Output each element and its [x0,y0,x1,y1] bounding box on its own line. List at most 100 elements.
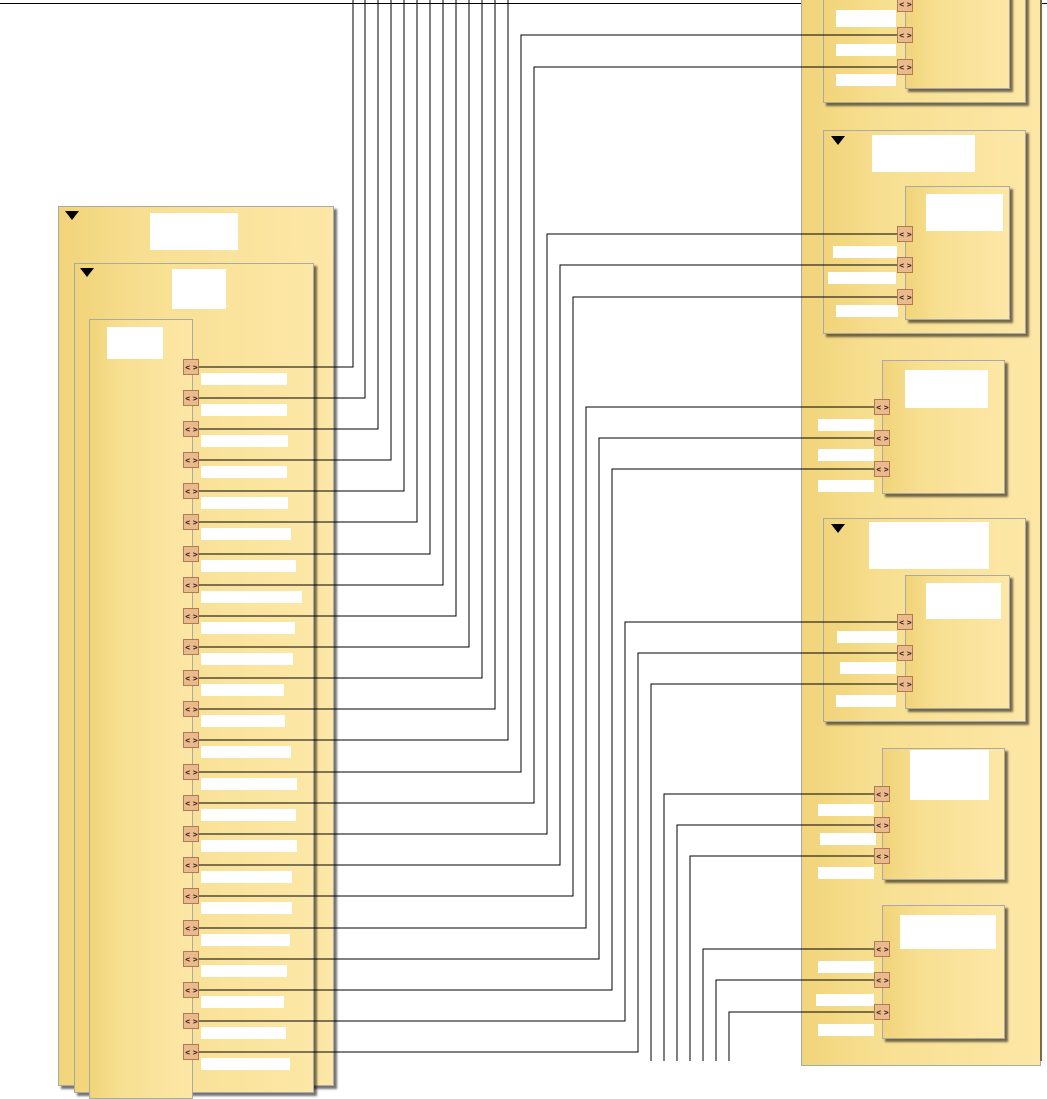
port-icon[interactable]: < > [183,857,199,873]
connection-wire[interactable] [199,34,897,773]
port-icon[interactable]: < > [183,951,199,967]
port-icon[interactable]: < > [874,941,890,957]
connection-wire[interactable] [199,0,470,648]
port-label [818,480,874,492]
port-icon[interactable]: < > [183,888,199,904]
connection-wire[interactable] [199,0,379,430]
connection-wires [199,0,897,1061]
port-label [818,1024,874,1036]
collapse-triangle-icon[interactable] [831,136,845,145]
inner-block-1[interactable] [905,0,1010,89]
port-icon[interactable]: < > [183,732,199,748]
connection-wire[interactable] [728,1011,874,1061]
port-icon[interactable]: < > [897,59,913,75]
port-icon[interactable]: < > [183,483,199,499]
port-icon[interactable]: < > [183,920,199,936]
port-icon[interactable]: < > [183,546,199,562]
port-icon[interactable]: < > [183,670,199,686]
port-icon[interactable]: < > [183,421,199,437]
port-icon[interactable]: < > [897,27,913,43]
port-label [818,867,874,879]
connection-wire[interactable] [702,948,874,1061]
top-border [0,3,1047,4]
port-label [816,994,874,1006]
port-icon[interactable]: < > [897,226,913,242]
port-icon[interactable]: < > [183,452,199,468]
connection-wire[interactable] [199,0,431,555]
port-icon[interactable]: < > [183,608,199,624]
port-icon[interactable]: < > [874,1004,890,1020]
connection-wire[interactable] [199,0,444,586]
connection-wire[interactable] [715,979,874,1061]
connection-wire[interactable] [199,468,874,991]
collapse-triangle-icon[interactable] [65,211,79,220]
connection-wire[interactable] [199,652,897,1053]
port-icon[interactable]: < > [183,1013,199,1029]
port-label [201,684,284,696]
port-icon[interactable]: < > [183,514,199,530]
port-label [833,246,897,258]
port-label [836,44,896,56]
connection-wire[interactable] [199,233,897,835]
connection-wire[interactable] [199,66,897,804]
port-label [201,622,295,634]
connection-wire[interactable] [199,0,496,710]
port-icon[interactable]: < > [874,399,890,415]
port-icon[interactable]: < > [874,461,890,477]
group-title-label [150,213,238,250]
port-icon[interactable]: < > [183,701,199,717]
port-icon[interactable]: < > [183,359,199,375]
port-icon[interactable]: < > [897,289,913,305]
connection-wire[interactable] [199,406,874,929]
port-icon[interactable]: < > [897,614,913,630]
connection-wire[interactable] [663,793,874,1061]
port-icon[interactable]: < > [874,972,890,988]
port-icon[interactable]: < > [874,786,890,802]
port-icon[interactable]: < > [874,848,890,864]
port-icon[interactable]: < > [874,430,890,446]
block-title-label [926,583,1001,619]
port-icon[interactable]: < > [183,826,199,842]
port-label [836,305,898,317]
connection-wire[interactable] [199,621,897,1022]
connection-wire[interactable] [199,437,874,960]
port-icon[interactable]: < > [897,0,913,12]
connection-wire[interactable] [199,0,418,523]
port-label [820,833,876,845]
port-icon[interactable]: < > [897,676,913,692]
port-label [201,591,302,603]
connection-wire[interactable] [199,264,897,866]
connection-wire[interactable] [199,0,366,399]
left-inner-block[interactable] [89,319,193,1099]
port-label [818,449,874,461]
connection-wire[interactable] [689,855,874,1061]
connection-wire[interactable] [199,0,483,679]
port-label [818,804,874,816]
connection-wire[interactable] [676,824,874,1061]
port-icon[interactable]: < > [183,795,199,811]
connection-wire[interactable] [650,683,897,1061]
block-title-label [905,370,988,408]
connection-wire[interactable] [199,0,457,617]
connection-wire[interactable] [199,296,897,897]
port-icon[interactable]: < > [897,257,913,273]
port-icon[interactable]: < > [183,764,199,780]
connection-wire[interactable] [199,0,405,492]
block-title-label [107,327,163,359]
collapse-triangle-icon[interactable] [80,268,94,277]
port-icon[interactable]: < > [183,639,199,655]
block-label [836,10,896,27]
connection-wire[interactable] [199,0,392,461]
port-label [840,662,896,674]
port-icon[interactable]: < > [897,645,913,661]
port-icon[interactable]: < > [183,982,199,998]
port-icon[interactable]: < > [183,1044,199,1060]
port-icon[interactable]: < > [874,817,890,833]
port-icon[interactable]: < > [183,577,199,593]
collapse-triangle-icon[interactable] [831,524,845,533]
right-container-divider [1040,0,1042,1061]
connection-wire[interactable] [199,0,509,741]
connection-wire[interactable] [199,0,354,368]
port-label [818,961,874,973]
port-icon[interactable]: < > [183,390,199,406]
